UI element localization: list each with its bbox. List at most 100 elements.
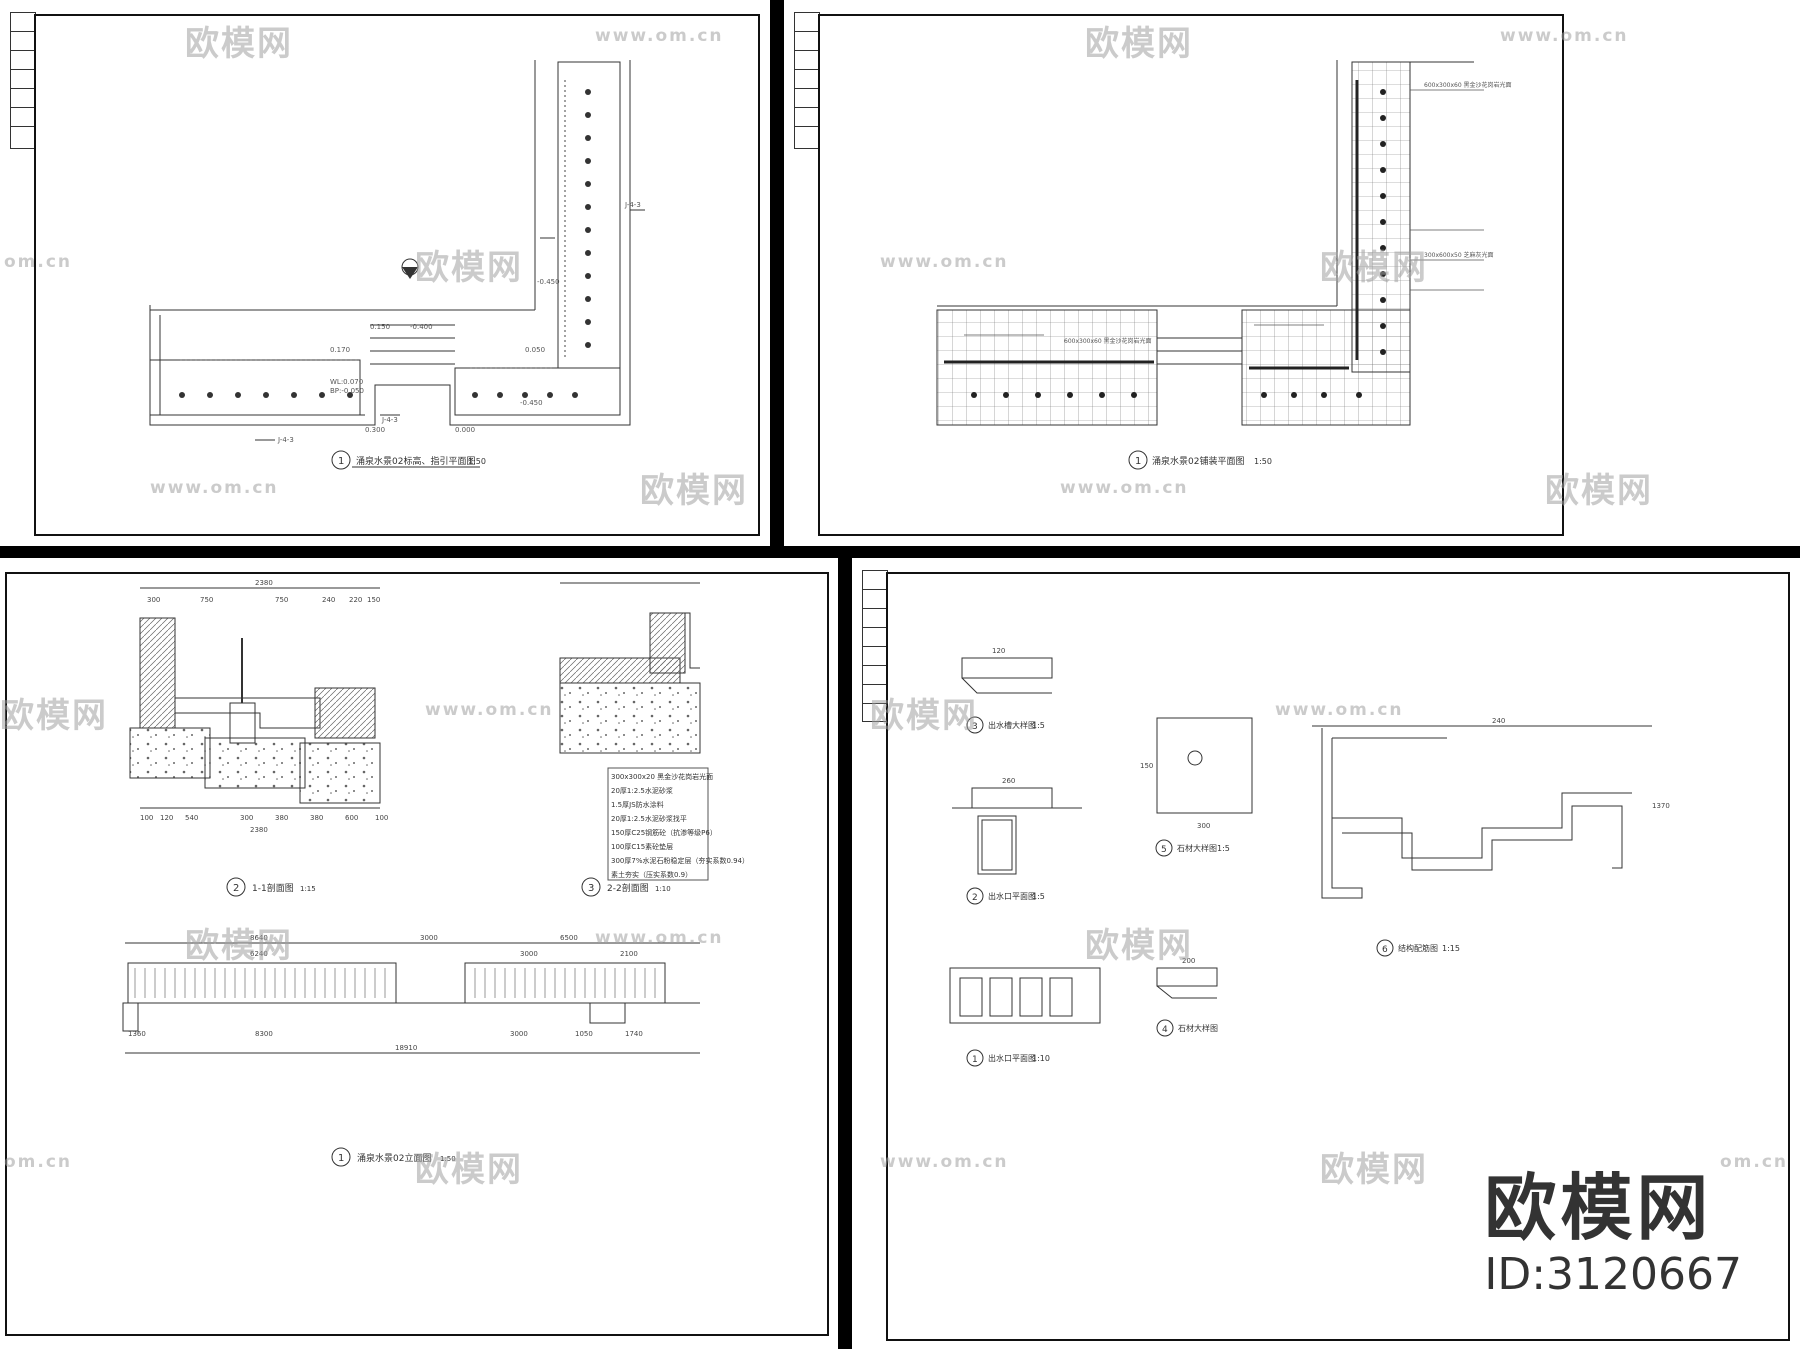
svg-text:300厚7%水泥石粉稳定层（夯实系数0.94）: 300厚7%水泥石粉稳定层（夯实系数0.94） [611, 856, 749, 865]
svg-text:1: 1 [972, 1055, 978, 1065]
svg-text:6: 6 [1382, 945, 1388, 955]
svg-text:100: 100 [375, 814, 388, 822]
svg-text:260: 260 [1002, 777, 1015, 785]
svg-text:1:15: 1:15 [1442, 944, 1460, 953]
drawing-scale: 1:50 [1254, 457, 1272, 466]
svg-text:0.300: 0.300 [365, 426, 385, 434]
svg-text:380: 380 [310, 814, 323, 822]
view-title: 3 2-2剖面图 1:10 [581, 877, 671, 897]
svg-text:3000: 3000 [520, 950, 538, 958]
svg-text:1:10: 1:10 [1032, 1054, 1050, 1063]
section-1-1 [129, 587, 381, 809]
svg-text:结构配筋图: 结构配筋图 [1398, 943, 1438, 953]
callout-label: 300x600x50 芝麻灰光面 [1424, 251, 1494, 259]
asset-id-label: ID:3120667 [1484, 1249, 1742, 1300]
svg-text:300: 300 [240, 814, 253, 822]
svg-text:-0.400: -0.400 [410, 323, 433, 331]
svg-text:涌泉水景02立面图: 涌泉水景02立面图 [357, 1152, 431, 1164]
svg-text:1360: 1360 [128, 1030, 146, 1038]
detail-drawings: 240 260 300 120 150 200 1370 3 出水槽大样图 1:… [949, 647, 1670, 1067]
svg-text:1050: 1050 [575, 1030, 593, 1038]
fountain-jets-horizontal [179, 392, 578, 398]
svg-text:出水槽大样图: 出水槽大样图 [988, 720, 1036, 730]
svg-text:150: 150 [367, 596, 380, 604]
svg-text:3000: 3000 [420, 934, 438, 942]
svg-text:石材大样图: 石材大样图 [1177, 843, 1217, 853]
view-title: 2 出水口平面图 1:5 [966, 887, 1045, 905]
svg-text:200: 200 [1182, 957, 1195, 965]
drawing-frame [886, 572, 1790, 1341]
svg-text:1.5厚JS防水涂料: 1.5厚JS防水涂料 [611, 800, 664, 809]
svg-text:J-4-3: J-4-3 [381, 416, 398, 424]
plan-drawing-levels: J-4-3 J-4-3 J-4-3 0.150 -0.400 -0.450 0.… [149, 60, 645, 470]
drawing-title: 涌泉水景02标高、指引平面图 [356, 455, 475, 467]
drawing-frame [34, 14, 760, 536]
svg-text:2: 2 [233, 883, 239, 894]
view-title: 4 石材大样图 [1156, 1019, 1218, 1037]
svg-text:2380: 2380 [255, 579, 273, 587]
svg-text:300x300x20 黑金沙花岗岩光面: 300x300x20 黑金沙花岗岩光面 [611, 772, 713, 781]
svg-text:380: 380 [275, 814, 288, 822]
section-tag: J-4-3 [624, 201, 641, 209]
section-2-2 [559, 582, 701, 754]
svg-text:150厚C25钢筋砼（抗渗等级P6）: 150厚C25钢筋砼（抗渗等级P6） [611, 828, 717, 837]
svg-text:0.000: 0.000 [455, 426, 475, 434]
svg-text:120: 120 [160, 814, 173, 822]
brand-logo: 欧模网 ID:3120667 [1484, 1168, 1742, 1302]
drawing-title-block: 1 涌泉水景02铺装平面图 1:50 [1128, 450, 1272, 470]
svg-text:3: 3 [972, 722, 978, 732]
svg-text:出水口平面图: 出水口平面图 [988, 1053, 1036, 1063]
paving-plan-drawing: 600x300x60 黑金沙花岗岩光面 300x600x50 芝麻灰光面 600… [936, 60, 1512, 470]
svg-text:18910: 18910 [395, 1044, 417, 1052]
svg-text:300: 300 [147, 596, 160, 604]
svg-text:300: 300 [1197, 822, 1210, 830]
drawing-sheet-2: 600x300x60 黑金沙花岗岩光面 300x600x50 芝麻灰光面 600… [784, 0, 1800, 546]
view-title: 5 石材大样图 1:5 [1155, 839, 1230, 857]
svg-text:1:5: 1:5 [1217, 844, 1230, 853]
svg-text:750: 750 [275, 596, 288, 604]
svg-text:540: 540 [185, 814, 198, 822]
svg-text:150: 150 [1140, 762, 1153, 770]
svg-text:240: 240 [1492, 717, 1505, 725]
svg-text:2: 2 [972, 893, 978, 903]
svg-text:0.170: 0.170 [330, 346, 350, 354]
svg-text:4: 4 [1162, 1025, 1168, 1035]
drawing-sheet-3: 2380 300 750 750 240 220 150 100 120 540… [0, 558, 838, 1349]
svg-text:1:10: 1:10 [655, 885, 671, 893]
svg-text:-0.450: -0.450 [520, 399, 543, 407]
callout-label: 600x300x60 黑金沙花岗岩光面 [1424, 81, 1512, 89]
svg-text:2100: 2100 [620, 950, 638, 958]
svg-text:600: 600 [345, 814, 358, 822]
svg-text:J-4-3: J-4-3 [277, 436, 294, 444]
svg-text:3000: 3000 [510, 1030, 528, 1038]
view-title: 1 涌泉水景02立面图 1:50 [331, 1147, 456, 1167]
svg-text:1:5: 1:5 [1032, 892, 1045, 901]
view-title: 1 出水口平面图 1:10 [966, 1049, 1050, 1067]
svg-text:8640: 8640 [250, 934, 268, 942]
view-title: 2 1-1剖面图 1:15 [226, 877, 316, 897]
drawing-title: 涌泉水景02铺装平面图 [1152, 455, 1244, 467]
svg-text:3: 3 [588, 883, 594, 894]
svg-text:6500: 6500 [560, 934, 578, 942]
svg-text:240: 240 [322, 596, 335, 604]
svg-text:5: 5 [1161, 845, 1167, 855]
svg-text:8300: 8300 [255, 1030, 273, 1038]
svg-text:石材大样图: 石材大样图 [1178, 1023, 1218, 1033]
svg-text:220: 220 [349, 596, 362, 604]
svg-text:1:15: 1:15 [300, 885, 316, 893]
section-elevation-drawings: 2380 300 750 750 240 220 150 100 120 540… [122, 579, 749, 1167]
svg-text:1: 1 [338, 456, 344, 467]
brand-name: 欧模网 [1484, 1165, 1713, 1250]
drawing-frame [818, 14, 1564, 536]
svg-text:1: 1 [338, 1153, 344, 1164]
svg-text:0.150: 0.150 [370, 323, 390, 331]
svg-text:100: 100 [140, 814, 153, 822]
view-title: 6 结构配筋图 1:15 [1376, 939, 1460, 957]
svg-text:20厚1:2.5水泥砂浆找平: 20厚1:2.5水泥砂浆找平 [611, 814, 687, 823]
svg-text:WL:0.070: WL:0.070 [330, 378, 363, 386]
drawing-title-block: 1 涌泉水景02标高、指引平面图 1:50 [331, 450, 486, 470]
fountain-jets-vertical [585, 89, 591, 348]
svg-text:BP:-0.050: BP:-0.050 [330, 387, 364, 395]
svg-text:1-1剖面图: 1-1剖面图 [252, 882, 294, 894]
svg-text:1370: 1370 [1652, 802, 1670, 810]
